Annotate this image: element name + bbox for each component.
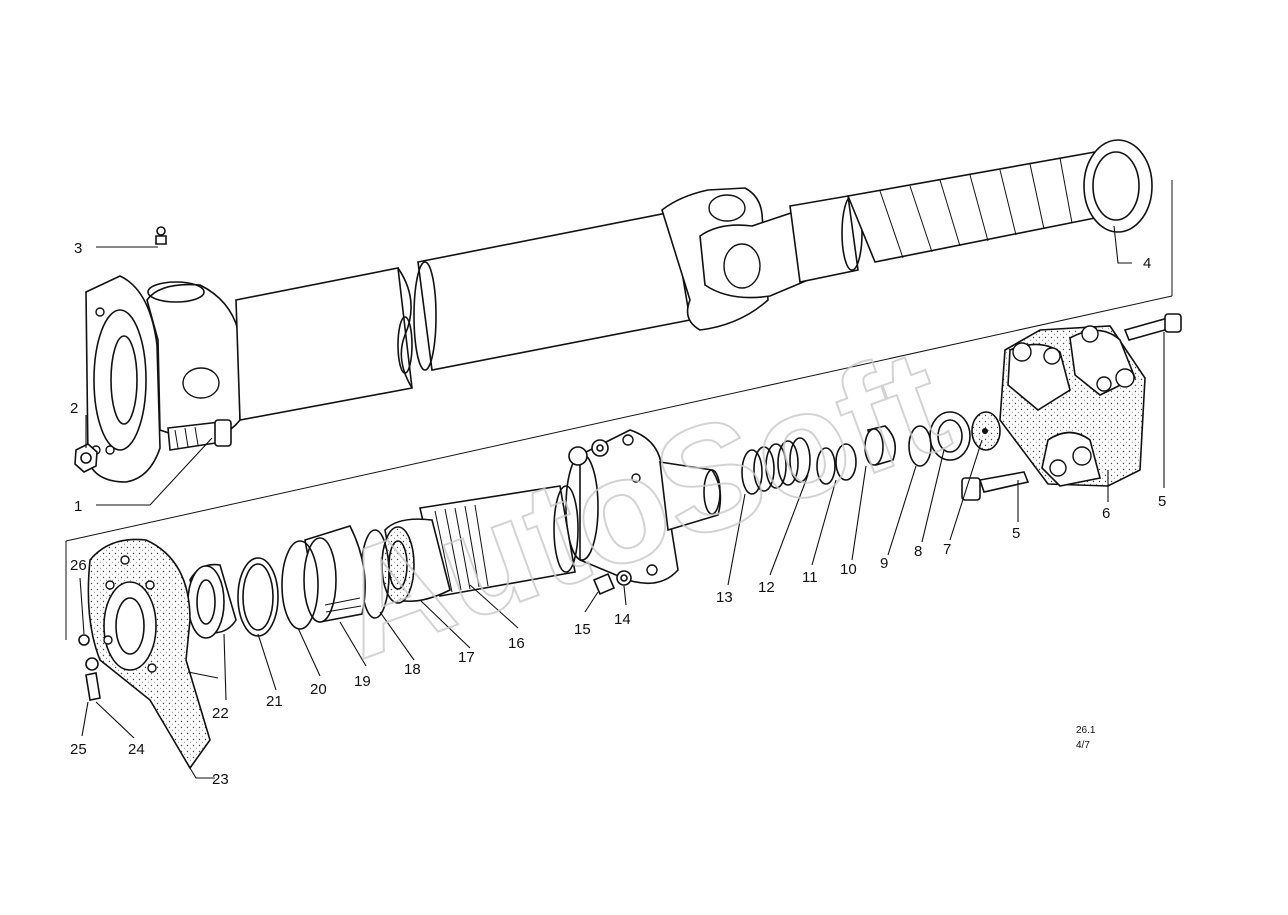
bearing-small-parts [741,411,1001,495]
flange-housing [579,429,679,585]
callout-4: 4 [1143,255,1151,272]
callout-16: 16 [508,635,525,652]
callout-22: 22 [212,705,229,722]
callout-1: 1 [74,498,82,515]
ring-21 [237,557,279,637]
callout-20: 20 [310,681,327,698]
circlip-9 [908,425,932,467]
callout-5-upper: 5 [1158,493,1166,510]
callout-11: 11 [802,569,818,586]
callout-17: 17 [458,649,475,666]
bearing-parts [187,518,451,639]
diagram-reference: 26.1 4/7 [1076,725,1096,751]
circlip-20 [281,540,319,630]
callout-24: 24 [128,741,145,758]
bolt-5-lower [978,471,1030,493]
callout-6: 6 [1102,505,1110,522]
callout-23: 23 [212,771,229,788]
leader-lines [79,225,1165,779]
callout-19: 19 [354,673,371,690]
callout-7: 7 [943,541,951,558]
watermark: AutoSoft [313,316,965,690]
callout-9: 9 [880,555,888,572]
nut-15-lower [592,572,616,596]
callout-2: 2 [70,400,78,417]
washer-14-lower [616,570,632,586]
callout-21: 21 [266,693,283,710]
support-bracket [78,538,211,770]
callout-5-lower: 5 [1012,525,1020,542]
nut-15-upper [568,446,588,466]
callout-26: 26 [70,557,87,574]
callout-25: 25 [70,741,87,758]
bolt-25 [85,672,101,701]
callout-14: 14 [614,611,631,628]
spring-13 [741,437,811,495]
stub-shaft [419,429,722,597]
washer-24 [85,657,99,671]
splined-shaft [846,151,1112,263]
left-tube [235,267,413,421]
callout-10: 10 [840,561,857,578]
drive-shaft-assembly [74,139,1153,483]
seal-ring [1083,139,1153,233]
callout-3: 3 [74,240,82,257]
frame-lines [65,180,1173,640]
grease-nipple-3 [155,235,167,245]
nut-2 [74,443,98,473]
callout-12: 12 [758,579,775,596]
bushing-11 [835,443,857,481]
shaft-sleeve [789,195,859,283]
middle-tube [417,211,691,371]
reference-line-1: 26.1 [1076,725,1096,736]
washer-14-upper [591,439,609,457]
shaft-flange [85,275,161,483]
nut-26 [78,634,90,646]
ring-12 [816,447,836,485]
callout-8: 8 [914,543,922,560]
flex-coupling [961,313,1182,501]
left-yoke [146,283,241,441]
callout-labels: 3 2 1 4 5 5 6 7 8 9 10 11 12 13 14 15 16… [70,240,1166,788]
callout-13: 13 [716,589,733,606]
reference-line-2: 4/7 [1076,740,1090,751]
callout-15: 15 [574,621,591,638]
callout-18: 18 [404,661,421,678]
